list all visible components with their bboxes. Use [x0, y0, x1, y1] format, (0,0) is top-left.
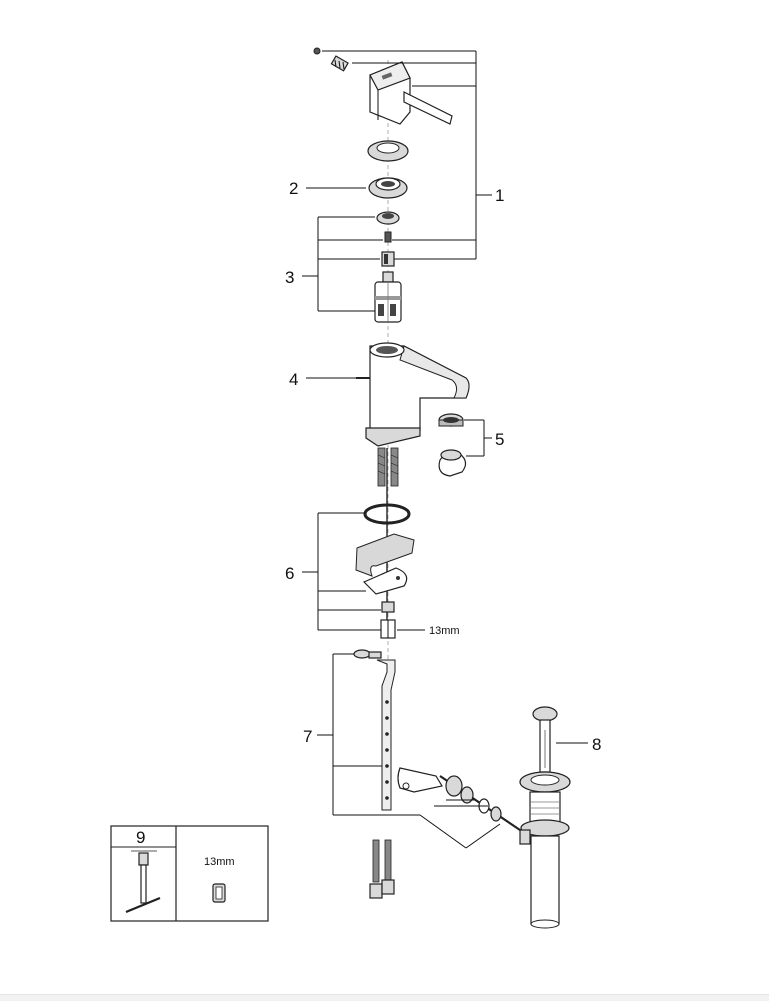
cap-ring	[367, 140, 409, 162]
cartridge	[374, 271, 402, 323]
callout-3-bracket: 3	[285, 216, 383, 312]
aerator-insert	[438, 413, 464, 427]
part-5-aerator	[438, 413, 467, 477]
handle-set-screw	[330, 55, 349, 72]
spring-clip	[397, 767, 443, 793]
hex-socket	[212, 883, 226, 903]
part-2-cap-nut	[368, 177, 408, 199]
gasket-ring	[363, 503, 411, 525]
clamping-plate	[362, 567, 408, 595]
callout-4-label: 4	[289, 370, 298, 389]
countertop-section	[355, 533, 415, 577]
handle-screw	[313, 47, 321, 55]
small-screw	[384, 231, 392, 243]
pull-rod-knob	[353, 649, 382, 659]
callout-8-label: 8	[592, 735, 601, 754]
drain-flange	[519, 771, 571, 793]
wrench-size-label: 13mm	[429, 625, 460, 637]
handle-body	[369, 61, 453, 125]
washer	[381, 601, 395, 613]
supply-hoses	[377, 447, 399, 487]
supply-hose-ends	[369, 839, 395, 899]
part-8-drain	[519, 706, 571, 929]
callout-5-bracket: 5	[464, 419, 504, 457]
drain-stopper	[532, 706, 558, 773]
drain-body	[519, 791, 570, 845]
tailpiece	[530, 835, 560, 929]
callout-6-label: 6	[285, 564, 294, 583]
part-7-popup-rod-set	[353, 649, 521, 831]
callout-6-bracket: 6	[285, 512, 381, 631]
footer-bar	[0, 994, 769, 1001]
part-6-mounting-set	[355, 503, 415, 639]
callout-7-label: 7	[303, 727, 312, 746]
adapter	[381, 251, 395, 267]
callout-5-label: 5	[495, 430, 504, 449]
tool-box-number: 9	[136, 828, 145, 847]
cartridge-ring	[376, 211, 400, 225]
callout-2-label: 2	[289, 179, 298, 198]
hex-nut	[380, 619, 396, 639]
pivot-rod	[439, 775, 521, 831]
tool-box-wrench-size: 13mm	[204, 856, 235, 868]
callout-7-bracket: 7	[303, 653, 501, 849]
callout-1-label: 1	[495, 186, 504, 205]
part-4-faucet-body	[356, 342, 470, 447]
aerator-key	[438, 449, 467, 477]
part-1-handle	[313, 47, 453, 125]
part-3-cartridge-set	[374, 211, 402, 323]
socket-key-tool	[125, 850, 161, 914]
callout-1-bracket: 1	[322, 50, 504, 260]
callout-3-label: 3	[285, 268, 294, 287]
clevis-strap	[376, 659, 396, 811]
tool-box: 9 13mm	[110, 825, 269, 922]
